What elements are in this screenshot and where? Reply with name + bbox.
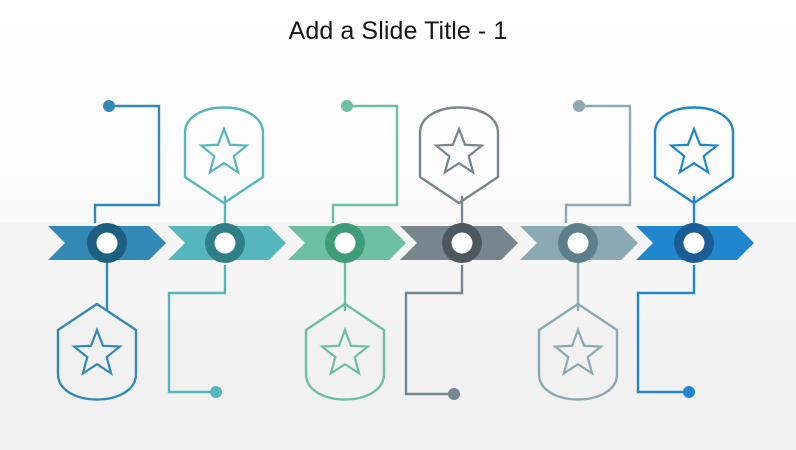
star-icon <box>668 125 720 175</box>
badge-step-1[interactable] <box>56 302 138 401</box>
badge-layer <box>56 106 735 401</box>
hub-inner-dot <box>567 232 589 254</box>
badge-step-4[interactable] <box>418 106 500 205</box>
connector-elbow <box>93 104 161 223</box>
connector-step-1 <box>93 100 161 312</box>
hub-step-5[interactable] <box>558 223 598 263</box>
star-icon <box>198 125 250 175</box>
star-icon <box>433 125 485 175</box>
connector-endpoint-dot <box>210 386 222 398</box>
connector-elbow <box>564 104 632 223</box>
hub-layer <box>87 223 714 263</box>
hub-inner-dot <box>96 232 118 254</box>
connector-elbow <box>636 265 696 394</box>
hub-step-1[interactable] <box>87 223 127 263</box>
chevron-layer <box>48 226 754 260</box>
star-icon <box>319 326 371 376</box>
connector-endpoint-dot <box>448 388 460 400</box>
star-icon <box>71 326 123 376</box>
badge-shield-outline <box>304 302 386 401</box>
hub-inner-dot <box>334 232 356 254</box>
connector-endpoint-dot <box>573 100 585 112</box>
badge-step-2[interactable] <box>183 106 265 205</box>
badge-step-3[interactable] <box>304 302 386 401</box>
hub-step-2[interactable] <box>205 223 245 263</box>
connector-step-3 <box>331 100 399 312</box>
connector-endpoint-dot <box>103 100 115 112</box>
connector-elbow <box>404 265 464 396</box>
badge-shield-outline <box>183 106 265 205</box>
badge-shield-outline <box>537 302 619 401</box>
hub-inner-dot <box>683 232 705 254</box>
hub-step-6[interactable] <box>674 223 714 263</box>
badge-shield-outline <box>418 106 500 205</box>
connector-endpoint-dot <box>341 100 353 112</box>
star-icon <box>552 326 604 376</box>
connector-step-5 <box>564 100 632 312</box>
hub-inner-dot <box>451 232 473 254</box>
badge-shield-outline <box>653 106 735 205</box>
hub-inner-dot <box>214 232 236 254</box>
page-title: Add a Slide Title - 1 <box>288 17 508 45</box>
connector-elbow <box>331 104 399 223</box>
badge-step-6[interactable] <box>653 106 735 205</box>
badge-shield-outline <box>56 302 138 401</box>
connector-elbow <box>167 265 227 394</box>
hub-step-4[interactable] <box>442 223 482 263</box>
badge-step-5[interactable] <box>537 302 619 401</box>
connector-endpoint-dot <box>683 386 695 398</box>
hub-step-3[interactable] <box>325 223 365 263</box>
